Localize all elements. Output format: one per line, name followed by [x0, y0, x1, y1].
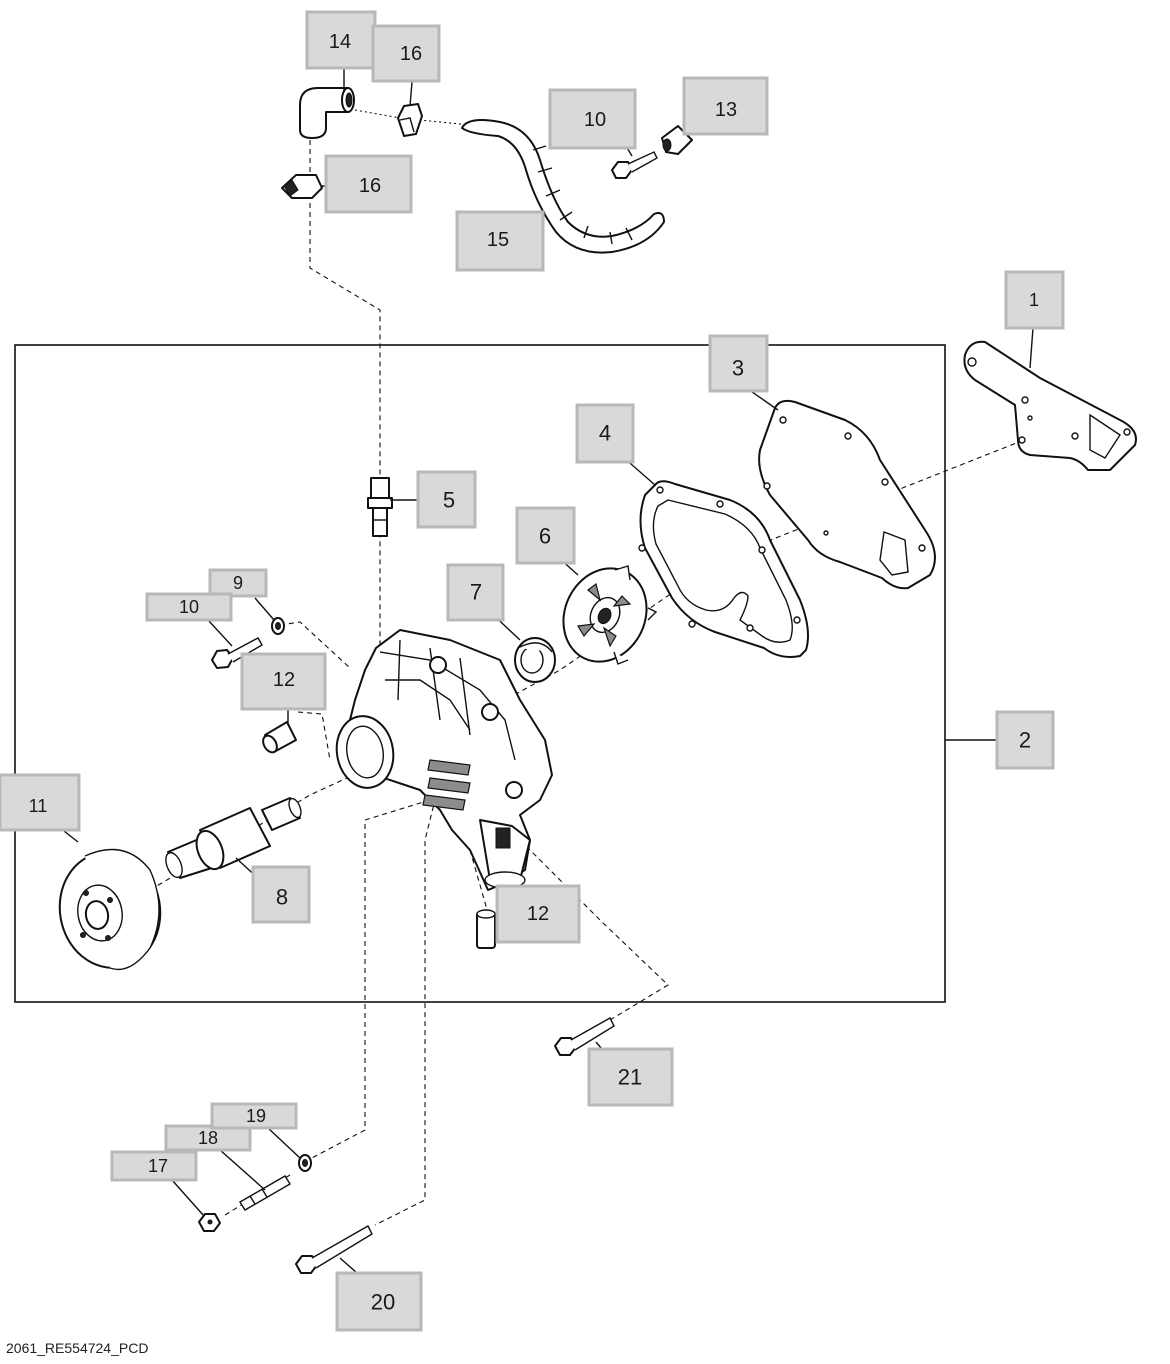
part-18-stud	[239, 1175, 291, 1211]
svg-text:14: 14	[329, 31, 351, 53]
callout-11: 11	[0, 773, 81, 832]
svg-text:4: 4	[599, 421, 611, 446]
part-11-pulley	[58, 848, 162, 971]
svg-text:8: 8	[276, 885, 288, 910]
figure-code: 2061_RE554724_PCD	[6, 1340, 149, 1356]
callout-21: 21	[587, 1047, 674, 1107]
callout-17: 17	[110, 1150, 198, 1182]
callout-9: 9	[208, 568, 268, 598]
part-16-hose-clamp-lower	[281, 174, 323, 199]
callout-12-upper: 12	[240, 652, 327, 711]
part-9-washer	[271, 617, 285, 635]
part-6-impeller	[562, 565, 658, 665]
part-12-dowel-lower	[476, 909, 496, 949]
callout-20: 20	[335, 1271, 423, 1332]
svg-text:17: 17	[148, 1156, 168, 1176]
svg-text:19: 19	[246, 1106, 266, 1126]
callout-16-lower: 16	[324, 154, 413, 214]
part-15-coolant-hose	[461, 119, 665, 254]
svg-text:1: 1	[1029, 290, 1039, 310]
callout-14: 14	[305, 10, 377, 70]
svg-text:21: 21	[618, 1065, 642, 1090]
assembly-frame	[14, 344, 946, 1003]
svg-text:10: 10	[179, 597, 199, 617]
svg-text:5: 5	[443, 488, 455, 513]
part-5-fitting	[367, 477, 393, 537]
callout-6: 6	[515, 506, 576, 565]
part-19-washer	[298, 1154, 312, 1172]
svg-text:12: 12	[527, 903, 549, 925]
svg-text:12: 12	[273, 669, 295, 691]
callout-1: 1	[1004, 270, 1065, 330]
callout-5: 5	[416, 470, 477, 529]
callout-16-top: 16	[371, 24, 441, 83]
svg-text:6: 6	[539, 524, 551, 549]
part-17-nut	[198, 1213, 221, 1232]
callout-12-lower: 12	[495, 884, 581, 944]
svg-text:15: 15	[487, 229, 509, 251]
callout-10-top: 10	[548, 88, 637, 150]
svg-text:13: 13	[715, 99, 737, 121]
part-8-shaft-bearing	[165, 797, 302, 879]
callout-15: 15	[455, 210, 545, 272]
svg-text:11: 11	[29, 796, 48, 816]
part-10-bolt-upper	[611, 151, 658, 179]
svg-text:16: 16	[359, 175, 381, 197]
part-1-mounting-bracket	[963, 340, 1137, 471]
svg-text:7: 7	[470, 580, 482, 605]
part-10-bolt-left	[211, 637, 263, 669]
part-4-pump-gasket	[638, 480, 809, 658]
callout-13: 13	[682, 76, 769, 136]
svg-text:9: 9	[233, 573, 243, 593]
callout-7: 7	[446, 563, 505, 622]
part-14-elbow-hose	[299, 87, 355, 139]
svg-text:10: 10	[584, 109, 606, 131]
svg-text:3: 3	[732, 356, 744, 381]
svg-text:20: 20	[371, 1290, 395, 1315]
svg-text:18: 18	[198, 1128, 218, 1148]
callout-2: 2	[995, 710, 1055, 770]
part-7-pump-seal	[514, 637, 556, 683]
callout-19: 19	[210, 1102, 298, 1130]
pump-housing	[335, 629, 553, 891]
part-3-gasket-plate	[758, 399, 936, 590]
part-20-bolt	[295, 1225, 373, 1274]
callout-10-left: 10	[145, 592, 233, 622]
svg-text:16: 16	[400, 43, 422, 65]
svg-text:2: 2	[1019, 728, 1031, 753]
callout-3: 3	[708, 334, 769, 393]
callout-18: 18	[164, 1124, 252, 1152]
part-21-bolt	[554, 1017, 615, 1056]
part-12-dowel-upper	[262, 721, 297, 754]
callout-8: 8	[251, 865, 311, 924]
part-16-hose-clamp-upper	[397, 103, 423, 137]
callout-4: 4	[575, 403, 635, 464]
